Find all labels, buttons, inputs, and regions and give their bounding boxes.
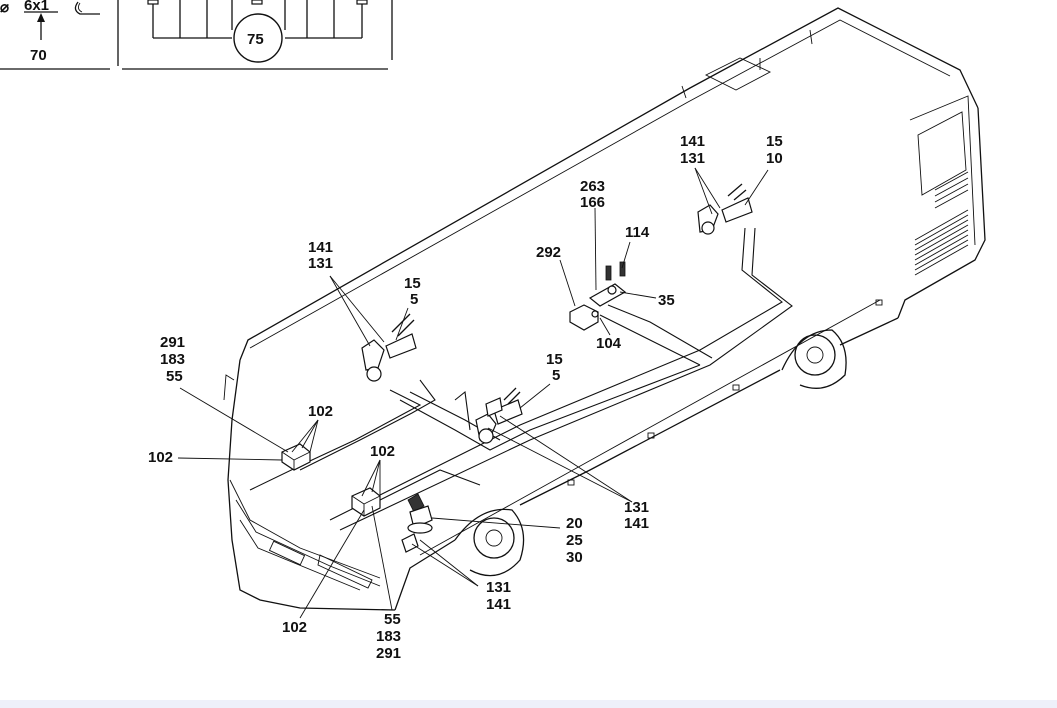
footer-bar bbox=[0, 700, 1057, 708]
diameter-symbol: ⌀ bbox=[0, 0, 9, 16]
part-75-label: 75 bbox=[247, 31, 264, 48]
callout-label: 102 bbox=[148, 449, 173, 466]
callout-label: 15 bbox=[546, 351, 563, 368]
callout-label: 131 bbox=[308, 255, 333, 272]
callout-label: 102 bbox=[282, 619, 307, 636]
callout-label: 166 bbox=[580, 194, 605, 211]
callout-label: 131 bbox=[680, 150, 705, 167]
callout-label: 131 bbox=[624, 499, 649, 516]
callout-label: 141 bbox=[486, 596, 511, 613]
callout-label: 291 bbox=[160, 334, 185, 351]
callout-label: 291 bbox=[376, 645, 401, 662]
callout-label: 5 bbox=[410, 291, 418, 308]
callout-label: 141 bbox=[624, 515, 649, 532]
part-75-marker bbox=[233, 13, 283, 63]
leader-lines bbox=[177, 167, 769, 619]
callout-label: 183 bbox=[160, 351, 185, 368]
callout-labels: 141 131 15 10 263 166 114 292 35 104 141… bbox=[148, 133, 783, 662]
tube-length: 70 bbox=[30, 47, 47, 64]
callout-label: 263 bbox=[580, 178, 605, 195]
callout-label: 183 bbox=[376, 628, 401, 645]
tube-dimension: 6x1 bbox=[24, 0, 49, 14]
callout-label: 15 bbox=[766, 133, 783, 150]
pipe-network bbox=[249, 227, 793, 531]
callout-label: 20 bbox=[566, 515, 583, 532]
callout-label: 114 bbox=[625, 224, 650, 241]
callout-label: 35 bbox=[658, 292, 675, 309]
callout-label: 131 bbox=[486, 579, 511, 596]
components bbox=[281, 183, 753, 553]
callout-label: 15 bbox=[404, 275, 421, 292]
callout-label: 141 bbox=[308, 239, 333, 256]
callout-label: 104 bbox=[596, 335, 622, 352]
callout-label: 55 bbox=[384, 611, 401, 628]
callout-label: 102 bbox=[370, 443, 395, 460]
callout-label: 5 bbox=[552, 367, 560, 384]
callout-label: 10 bbox=[766, 150, 783, 167]
callout-label: 30 bbox=[566, 549, 583, 566]
callout-label: 25 bbox=[566, 532, 583, 549]
inset-detail: ⌀ 6x1 70 75 bbox=[0, 0, 393, 70]
callout-label: 292 bbox=[536, 244, 561, 261]
callout-label: 141 bbox=[680, 133, 705, 150]
bus-body bbox=[223, 7, 986, 611]
callout-label: 102 bbox=[308, 403, 333, 420]
callout-label: 55 bbox=[166, 368, 183, 385]
